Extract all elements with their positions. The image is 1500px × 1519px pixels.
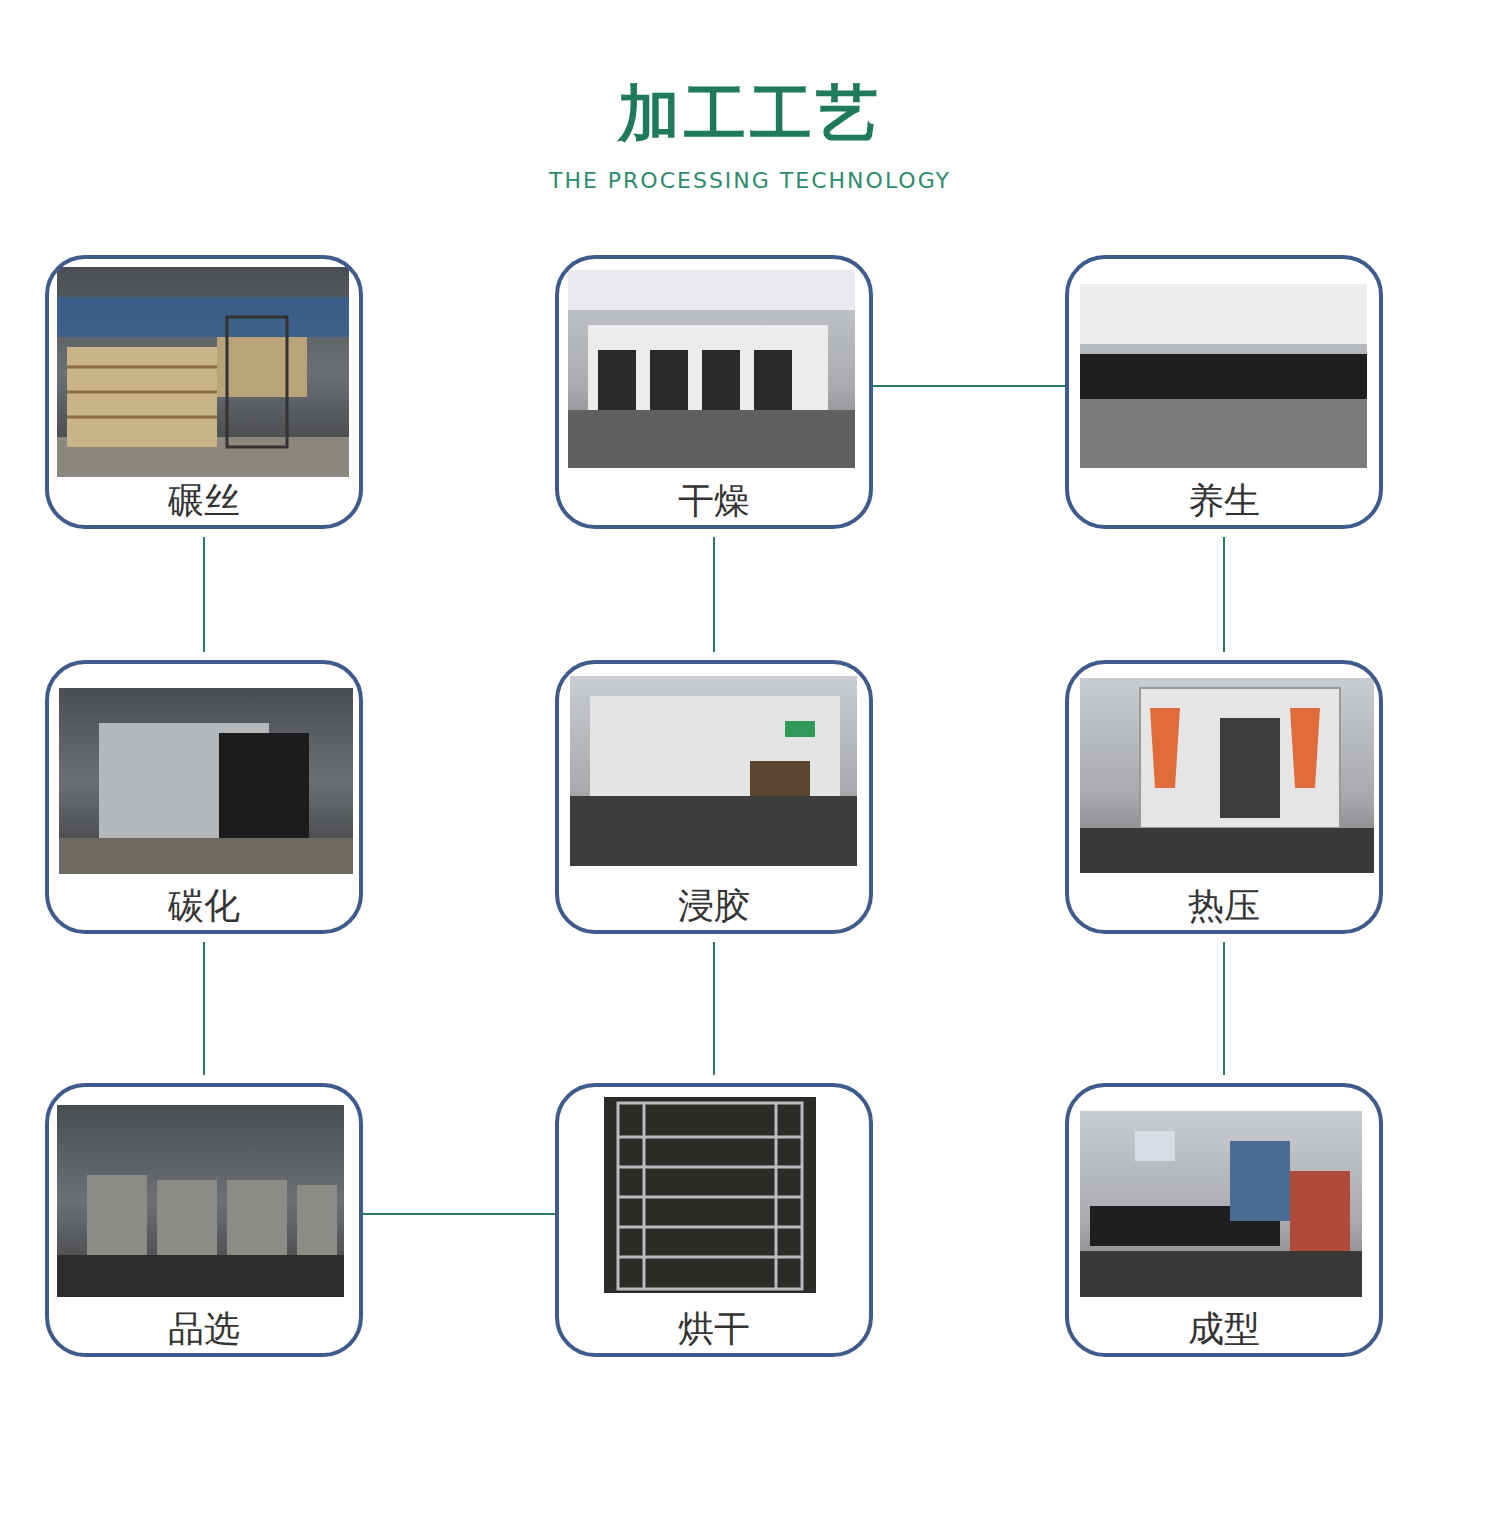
subtitle: THE PROCESSING TECHNOLOGY (0, 168, 1500, 193)
process-box: 成型 (1065, 1083, 1383, 1357)
process-box: 烘干 (555, 1083, 873, 1357)
process-box: 热压 (1065, 660, 1383, 934)
flow-connector (1223, 942, 1225, 1075)
flow-connector (363, 1213, 555, 1215)
flow-connector (713, 537, 715, 652)
step-label: 热压 (1069, 884, 1379, 928)
process-box: 养生 (1065, 255, 1383, 529)
step-label: 干燥 (559, 479, 869, 523)
flow-connector (203, 942, 205, 1075)
diagram-title: 加工工艺 (0, 72, 1500, 156)
process-box: 浸胶 (555, 660, 873, 934)
flow-connector (1223, 537, 1225, 652)
flow-connector (873, 385, 1065, 387)
process-box: 干燥 (555, 255, 873, 529)
step-label: 品选 (49, 1307, 359, 1351)
flow-connector (713, 942, 715, 1075)
process-box: 品选 (45, 1083, 363, 1357)
process-box: 碾丝 (45, 255, 363, 529)
step-label: 成型 (1069, 1307, 1379, 1351)
step-label: 碾丝 (49, 479, 359, 523)
step-label: 养生 (1069, 479, 1379, 523)
process-box: 碳化 (45, 660, 363, 934)
step-label: 碳化 (49, 884, 359, 928)
flow-connector (203, 537, 205, 652)
step-label: 浸胶 (559, 884, 869, 928)
step-label: 烘干 (559, 1307, 869, 1351)
